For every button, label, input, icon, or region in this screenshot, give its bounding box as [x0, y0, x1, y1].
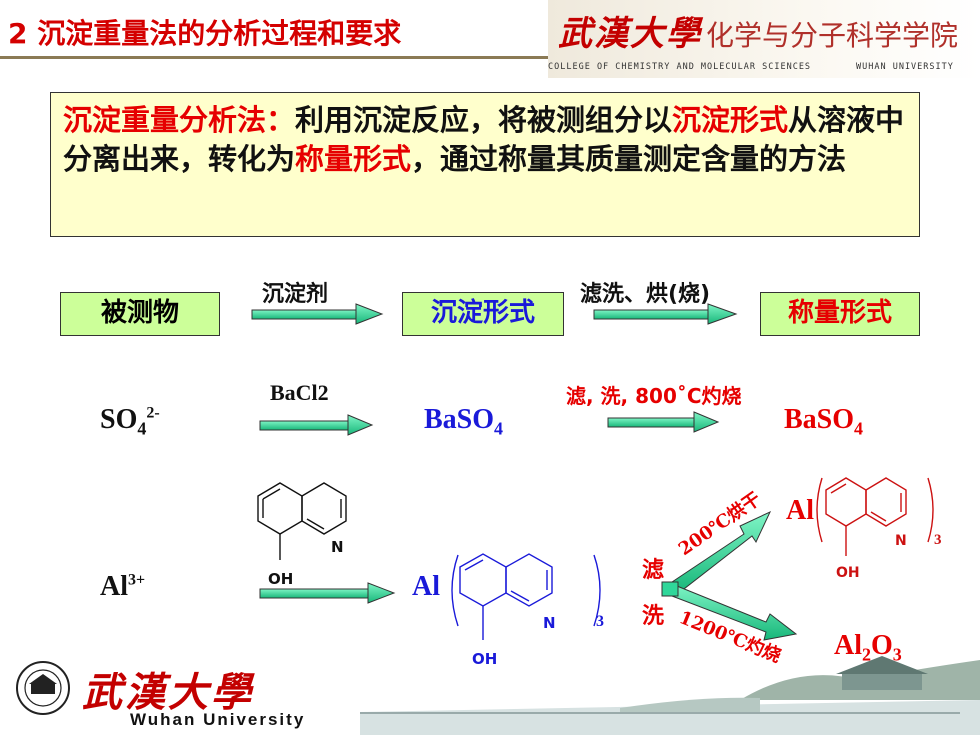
oxine-structure [257, 482, 347, 560]
arrow-label-precipitant: 沉淀剂 [262, 282, 329, 307]
precipitate-oh-label: OH [472, 650, 497, 668]
precipitate-count: 3 [596, 613, 604, 630]
reaction-arrow-oxine [259, 582, 396, 604]
arrow-label-filter-dry: 滤洗、烘(烧) [580, 282, 711, 307]
footer-logo-calligraphy: 武漢大學 [82, 669, 254, 716]
upper-product-structure [816, 477, 934, 556]
filter-char-1: 滤 [642, 558, 665, 583]
precipitate-n-label: N [543, 614, 556, 632]
precipitate-al-label: Al [412, 571, 440, 602]
college-name-cn: 化学与分子科学学院 [706, 19, 959, 52]
upper-oh-label: OH [836, 565, 860, 581]
definition-term: 沉淀重量分析法： [63, 103, 296, 137]
condition-800c: 滤, 洗, 800˚C灼烧 [566, 384, 742, 408]
university-seal-icon [16, 661, 70, 715]
footer-divider [360, 712, 960, 714]
title-underline [0, 56, 548, 59]
branch-arrow-upper [671, 510, 772, 593]
precipitate-baso4: BaSO4 [424, 404, 504, 439]
campus-landscape-art [360, 656, 980, 735]
oxine-n-label: N [331, 538, 344, 556]
footer-university-name: Wuhan University [130, 710, 306, 729]
filter-char-2: 洗 [642, 604, 665, 629]
analyte-sulfate: SO42- [100, 404, 160, 439]
definition-text-2: 从溶液中分离出来，转化为 [63, 103, 905, 176]
reaction-arrow-800c [607, 411, 720, 433]
college-banner [548, 0, 980, 78]
flow-box-analyte: 被测物 [60, 292, 220, 336]
weighing-form-baso4: BaSO4 [784, 404, 864, 439]
branch-junction [661, 581, 679, 597]
analyte-aluminum: Al3+ [100, 571, 146, 602]
reaction-arrow-bacl2 [259, 414, 374, 436]
weighing-lower-al2o3: Al2O3 [834, 630, 902, 665]
flow-box-weighing-form: 称量形式 [760, 292, 920, 336]
flow-box-analyte-label: 被测物 [100, 298, 179, 328]
upper-n-label: N [895, 533, 907, 549]
definition-term-weighing-form: 称量形式 [295, 142, 412, 176]
definition-text-3: ，通过称量其质量测定含量的方法 [411, 142, 847, 176]
precipitate-structure [451, 553, 601, 640]
definition-box: 沉淀重量分析法：利用沉淀反应，将被测组分以沉淀形式从溶液中分离出来，转化为称量形… [50, 92, 920, 237]
weighing-upper-al-label: Al [786, 495, 814, 526]
definition-text-1: 利用沉淀反应，将被测组分以 [295, 103, 673, 137]
flow-box-weighing-label: 称量形式 [787, 298, 892, 328]
flow-arrow-2 [593, 303, 738, 325]
university-name-en-top: WUHAN UNIVERSITY [856, 62, 954, 72]
university-logo-calligraphy: 武漢大學 [558, 14, 702, 54]
college-name-en: COLLEGE OF CHEMISTRY AND MOLECULAR SCIEN… [548, 62, 812, 72]
flow-box-precipitate-label: 沉淀形式 [430, 298, 535, 328]
definition-term-precipitate-form: 沉淀形式 [672, 103, 789, 137]
oxine-oh-label: OH [268, 570, 293, 588]
upper-count: 3 [934, 532, 942, 548]
branch-arrow-lower [671, 583, 798, 641]
flow-box-precipitate-form: 沉淀形式 [402, 292, 564, 336]
reagent-bacl2: BaCl2 [270, 380, 329, 405]
slide-title: 2 沉淀重量法的分析过程和要求 [8, 17, 402, 50]
flow-arrow-1 [251, 303, 384, 325]
